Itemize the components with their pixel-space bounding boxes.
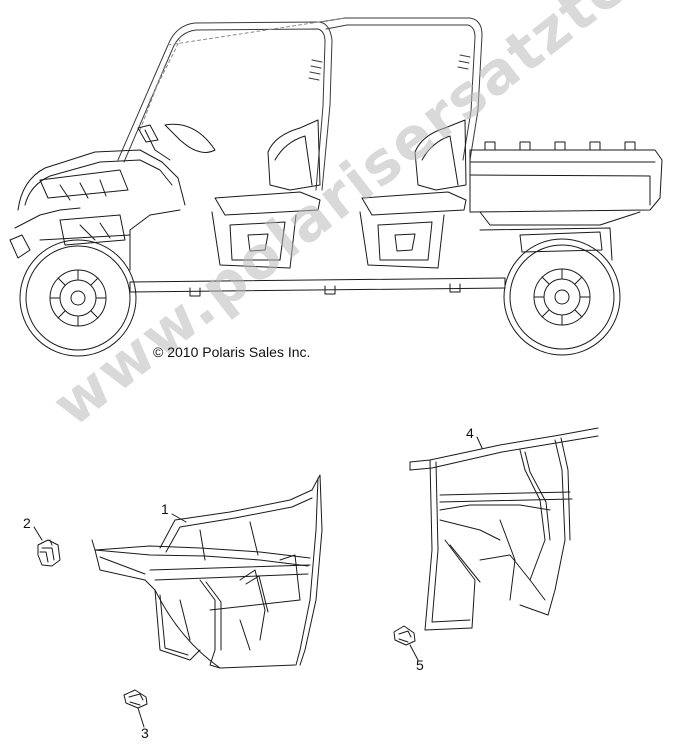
rear-wheel bbox=[503, 238, 621, 356]
rear-seat bbox=[359, 119, 467, 269]
part-2-clip bbox=[37, 539, 61, 567]
part-4-rear-door-net bbox=[409, 427, 599, 631]
cargo-box bbox=[469, 141, 663, 226]
callout-1: 1 bbox=[161, 501, 169, 517]
part-5-latch bbox=[393, 625, 416, 646]
part-3-latch bbox=[123, 689, 148, 709]
front-body bbox=[9, 123, 216, 259]
front-wheel bbox=[19, 239, 137, 357]
part-1-front-door-net bbox=[91, 474, 323, 669]
leader-lines bbox=[33, 436, 483, 728]
callout-4: 4 bbox=[466, 425, 474, 441]
callout-2: 2 bbox=[23, 515, 31, 531]
vehicle-illustration bbox=[9, 17, 663, 357]
roll-cage bbox=[117, 17, 483, 191]
copyright-text: © 2010 Polaris Sales Inc. bbox=[153, 344, 311, 360]
front-seat bbox=[211, 119, 321, 269]
callout-3: 3 bbox=[141, 725, 149, 741]
frame bbox=[39, 209, 613, 297]
callout-5: 5 bbox=[416, 657, 424, 673]
